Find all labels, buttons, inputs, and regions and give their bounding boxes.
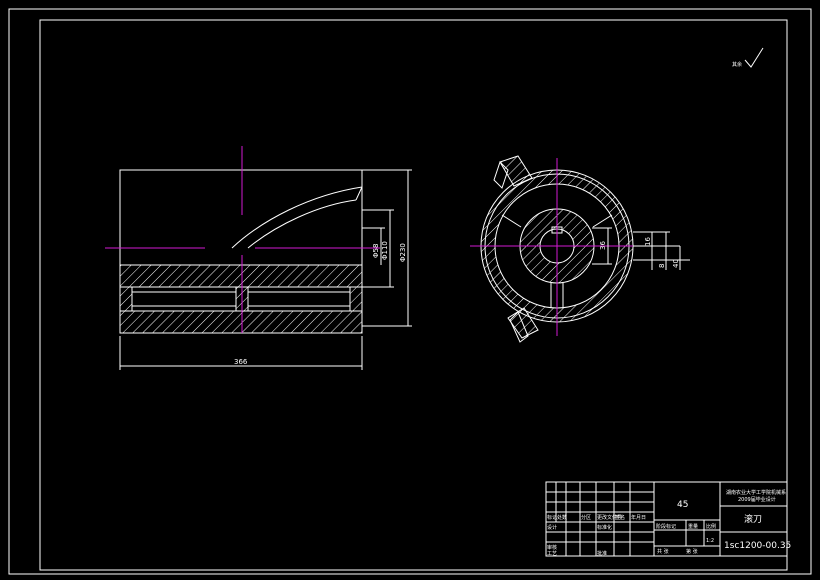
- label-weight: 重量: [688, 523, 698, 530]
- drawing-number: 1sc1200-00.35: [724, 541, 791, 551]
- section-right-lip: [349, 286, 363, 312]
- blade-top-left: [499, 155, 533, 187]
- front-view: 366 Φ58 Φ110 Φ230: [105, 146, 412, 370]
- section-upper: [119, 264, 363, 288]
- label-mark: 标记: [547, 514, 557, 521]
- dim-c: 40: [672, 259, 680, 268]
- dim-d-mid: Φ110: [381, 241, 389, 260]
- company-label: 湖南农业大学工学院机械系: [726, 489, 786, 496]
- dim-a: 16: [644, 237, 652, 246]
- label-approve: 批准: [597, 550, 607, 557]
- sheet-inner-border: [39, 19, 788, 571]
- label-design: 设计: [547, 524, 557, 531]
- label-stage-mark: 阶段标记: [656, 523, 676, 530]
- label-standardize: 标准化: [597, 524, 612, 531]
- material-label: 45: [677, 500, 688, 510]
- label-date: 年月日: [631, 514, 646, 521]
- dim-d-outer: Φ230: [399, 243, 407, 262]
- label-sign: 签名: [615, 514, 625, 521]
- dim-key-width: 36: [599, 241, 607, 250]
- label-review: 审核: [547, 544, 557, 551]
- scale-value: 1:2: [706, 538, 714, 544]
- title-block: 45 湖南农业大学工学院机械系 2009届毕业设计 滚刀 1sc1200-00.…: [545, 481, 791, 557]
- label-sheet: 第 张: [686, 548, 698, 555]
- label-scale: 比例: [706, 523, 716, 530]
- section-left-lip: [119, 286, 133, 312]
- dim-d-small: Φ58: [372, 244, 380, 258]
- label-process: 工艺: [547, 551, 557, 557]
- dim-b: 8: [658, 264, 666, 268]
- label-sheets: 共 张: [657, 548, 669, 555]
- section-lower: [119, 310, 363, 334]
- sheet-outer-border: [8, 8, 812, 575]
- label-zone: 分区: [581, 514, 591, 521]
- side-view: 36 16 8 40: [470, 155, 690, 343]
- company-sub-label: 2009届毕业设计: [738, 496, 776, 503]
- dim-length: 366: [234, 358, 248, 366]
- part-name: 滚刀: [744, 513, 762, 525]
- label-change-doc: 更改文件号: [597, 514, 622, 521]
- label-count: 处数: [557, 514, 567, 521]
- roughness-mark: 其余: [732, 47, 764, 68]
- svg-text:其余: 其余: [732, 61, 742, 68]
